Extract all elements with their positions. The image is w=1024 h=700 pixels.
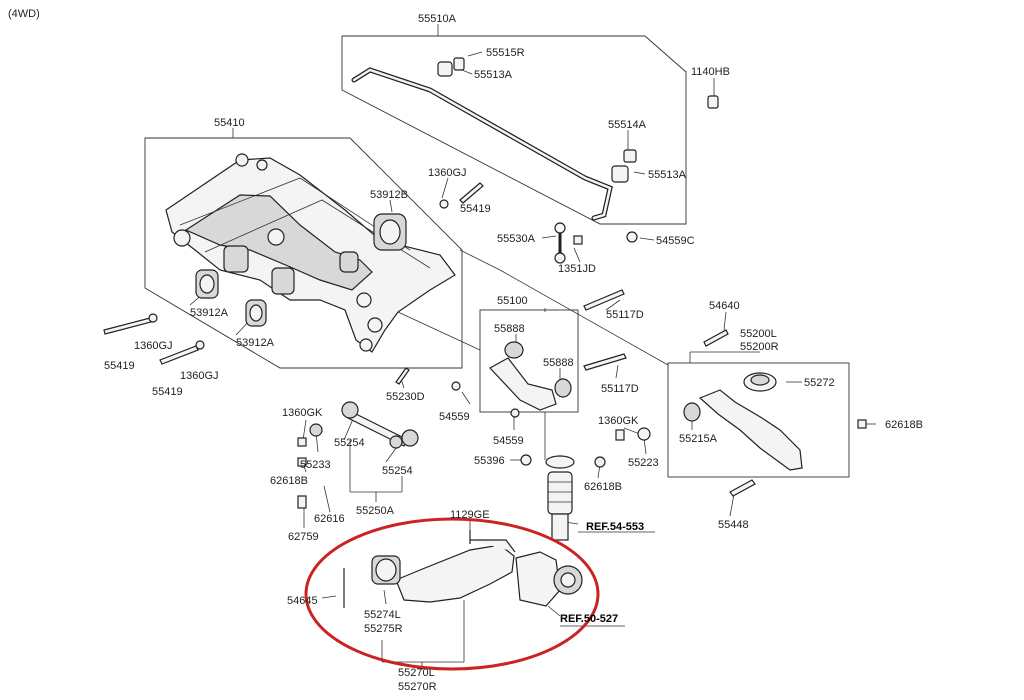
label-55272: 55272 xyxy=(804,377,835,389)
upper-arm xyxy=(489,341,572,411)
highlight-ellipse xyxy=(304,517,600,671)
label-55223: 55223 xyxy=(628,457,659,469)
stabilizer-bar xyxy=(351,57,719,221)
label-53912A-1: 53912A xyxy=(190,307,229,319)
lower-arm xyxy=(683,372,803,471)
label-55448: 55448 xyxy=(718,519,749,531)
lateral-link xyxy=(309,401,419,449)
label-1360GJ-1: 1360GJ xyxy=(428,167,467,179)
stabilizer-link xyxy=(554,222,638,264)
label-55396: 55396 xyxy=(474,455,505,467)
label-55274L: 55274L xyxy=(364,609,401,621)
crossmember-group-box xyxy=(144,137,463,369)
label-1360GJ-2: 1360GJ xyxy=(134,340,173,352)
label-62616: 62616 xyxy=(314,513,345,525)
label-55410: 55410 xyxy=(214,117,245,129)
label-55513A-1: 55513A xyxy=(474,69,513,81)
label-1360GK-1: 1360GK xyxy=(282,407,323,419)
label-55419-2: 55419 xyxy=(104,360,135,372)
label-54559-1: 54559 xyxy=(439,411,470,423)
label-55515R: 55515R xyxy=(486,47,525,59)
label-55888-1: 55888 xyxy=(494,323,525,335)
label-55200L: 55200L xyxy=(740,328,777,340)
label-ref-50-527: REF.50-527 xyxy=(560,613,618,625)
label-55215A: 55215A xyxy=(679,433,718,445)
variant-label: (4WD) xyxy=(8,8,40,20)
crossmember-bushings xyxy=(195,213,407,327)
label-1129GE: 1129GE xyxy=(450,509,490,521)
trailing-arm xyxy=(371,539,583,607)
label-53912B: 53912B xyxy=(370,189,408,201)
label-55270R: 55270R xyxy=(398,681,437,693)
label-55117D-1: 55117D xyxy=(606,309,644,321)
label-55117D-2: 55117D xyxy=(601,383,639,395)
label-53912A-2: 53912A xyxy=(236,337,275,349)
upper-arm-group-box xyxy=(479,309,579,413)
label-62618B-1: 62618B xyxy=(885,419,923,431)
label-55888-2: 55888 xyxy=(543,357,574,369)
label-55270L: 55270L xyxy=(398,667,435,679)
label-55419-1: 55419 xyxy=(460,203,491,215)
part-labels: (4WD) 55510A 55515R 55513A 1140HB 55514A… xyxy=(8,8,923,693)
lower-arm-group-box xyxy=(667,362,850,478)
stabilizer-group-box xyxy=(341,35,687,225)
label-1360GK-2: 1360GK xyxy=(598,415,639,427)
label-54640: 54640 xyxy=(709,300,740,312)
label-1351JD: 1351JD xyxy=(558,263,596,275)
label-55230D: 55230D xyxy=(386,391,425,403)
label-ref-54-553: REF.54-553 xyxy=(586,521,644,533)
leader-lines xyxy=(189,24,876,670)
label-62759: 62759 xyxy=(288,531,319,543)
label-55275R: 55275R xyxy=(364,623,403,635)
label-54645: 54645 xyxy=(287,595,318,607)
label-1360GJ-3: 1360GJ xyxy=(180,370,219,382)
label-1140HB: 1140HB xyxy=(691,66,730,78)
crossmember xyxy=(165,153,456,353)
bump-stop xyxy=(520,454,575,541)
label-55419-3: 55419 xyxy=(152,386,183,398)
label-55200R: 55200R xyxy=(740,341,779,353)
label-55514A: 55514A xyxy=(608,119,647,131)
label-55513A-2: 55513A xyxy=(648,169,687,181)
label-54559C: 54559C xyxy=(656,235,695,247)
label-62618B-3: 62618B xyxy=(584,481,622,493)
bolts xyxy=(103,182,867,608)
label-55100: 55100 xyxy=(497,295,528,307)
label-55250A: 55250A xyxy=(356,505,395,517)
label-55254-1: 55254 xyxy=(334,437,365,449)
label-55510A: 55510A xyxy=(418,13,457,25)
label-55254-2: 55254 xyxy=(382,465,413,477)
label-55233: 55233 xyxy=(300,459,331,471)
label-62618B-2: 62618B xyxy=(270,475,308,487)
label-54559-2: 54559 xyxy=(493,435,524,447)
label-55530A: 55530A xyxy=(497,233,536,245)
